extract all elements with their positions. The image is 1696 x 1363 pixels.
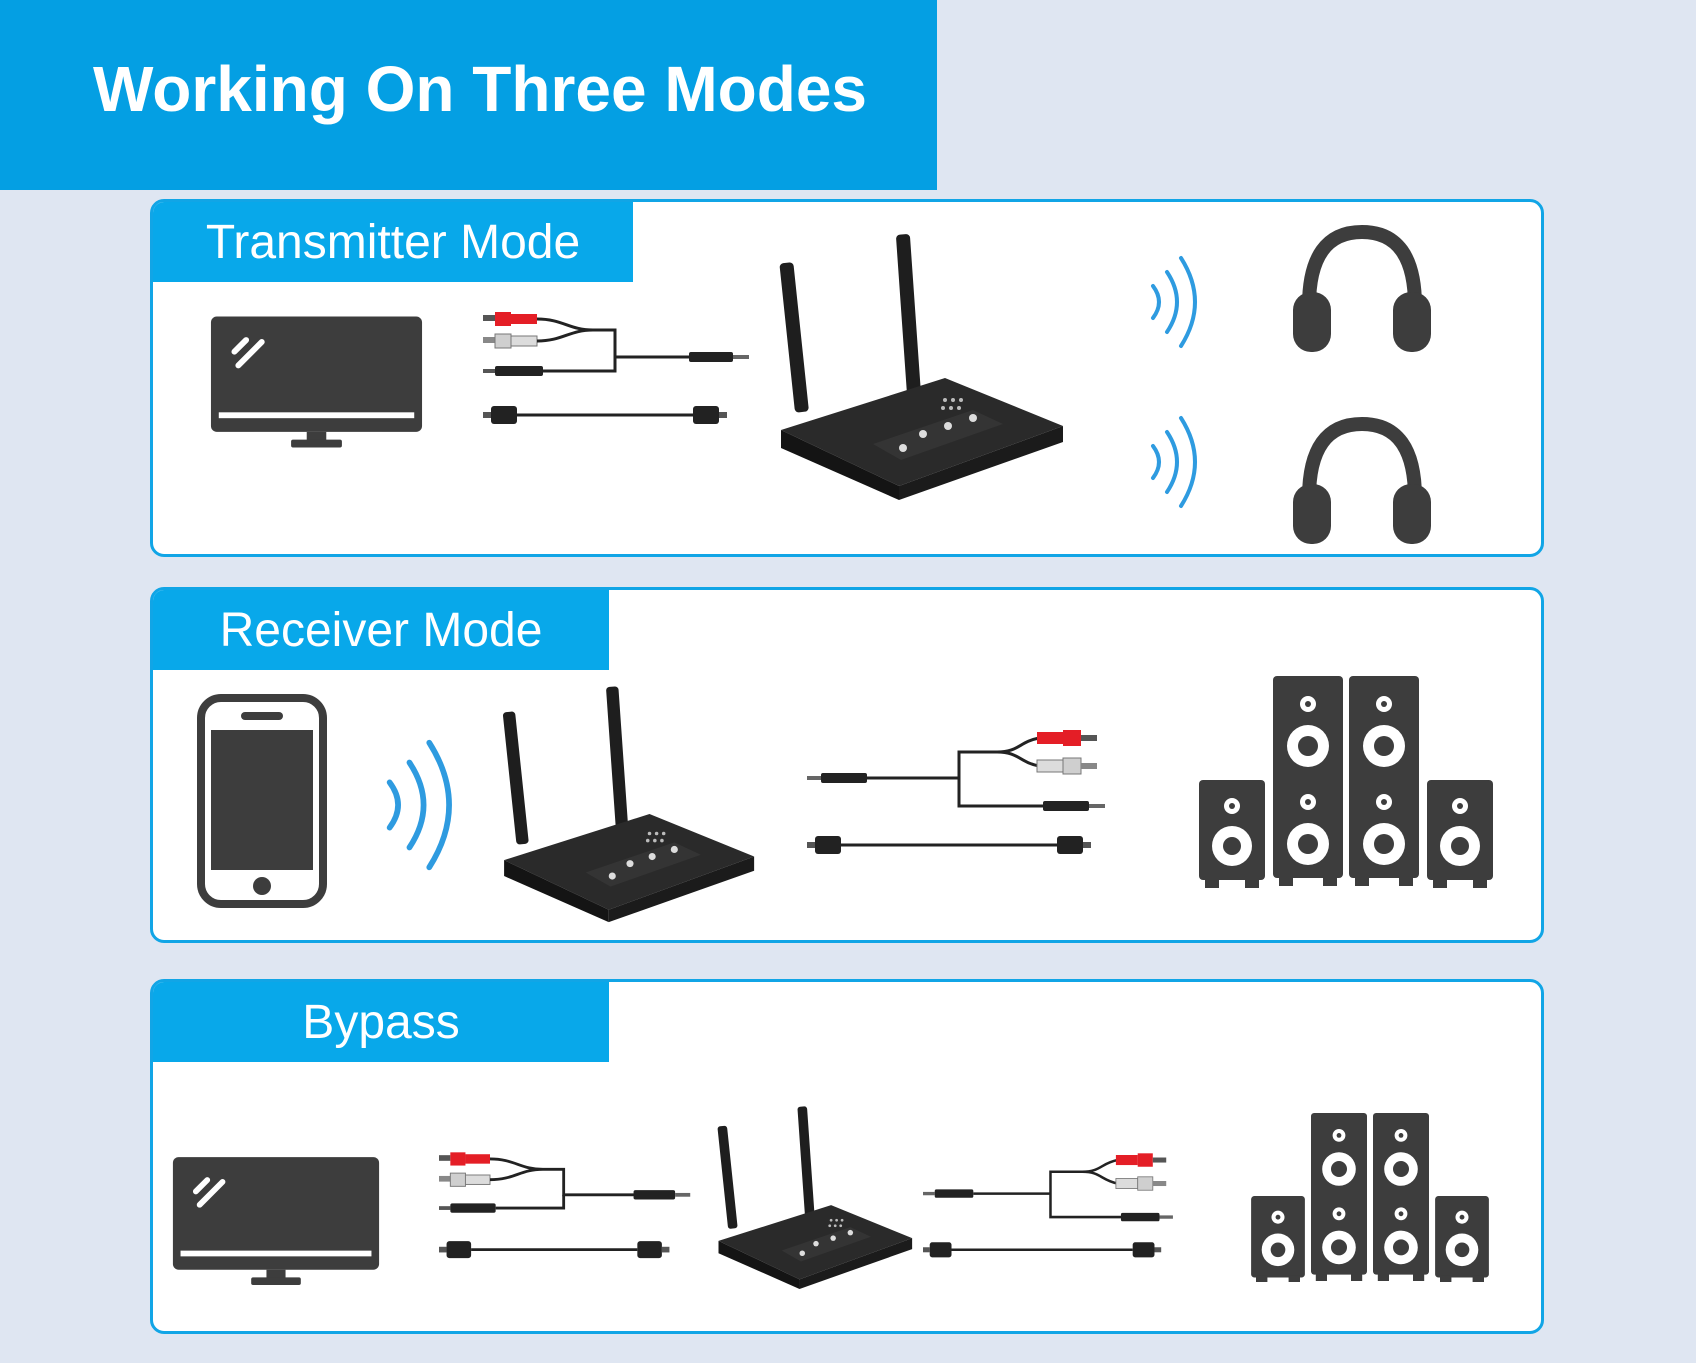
- bluetooth-device-icon: [503, 686, 754, 922]
- audio-cable-icon: [923, 1153, 1173, 1257]
- tv-icon: [211, 317, 422, 448]
- bypass-mode-panel: Bypass: [150, 979, 1544, 1334]
- panel-label: Receiver Mode: [153, 590, 609, 670]
- audio-cable-icon: [483, 312, 749, 424]
- wireless-signal-icon: [390, 743, 450, 868]
- transmitter-mode-panel: Transmitter Mode: [150, 199, 1544, 557]
- wireless-signal-icon: [1153, 418, 1195, 506]
- bluetooth-device-icon: [717, 1106, 912, 1289]
- page-title: Working On Three Modes: [93, 53, 867, 125]
- title-banner: Working On Three Modes: [0, 0, 937, 190]
- smartphone-icon: [201, 698, 323, 904]
- bluetooth-device-icon: [779, 234, 1063, 500]
- speakers-icon: [1251, 1113, 1489, 1284]
- tv-icon: [173, 1157, 379, 1285]
- audio-cable-icon: [807, 730, 1105, 854]
- panel-label: Bypass: [153, 982, 609, 1062]
- wireless-signal-icon: [1153, 258, 1195, 346]
- receiver-mode-panel: Receiver Mode: [150, 587, 1544, 943]
- speakers-icon: [1199, 676, 1493, 888]
- headphones-icon: [1293, 424, 1431, 544]
- panel-label: Transmitter Mode: [153, 202, 633, 282]
- headphones-icon: [1293, 232, 1431, 352]
- audio-cable-icon: [439, 1152, 690, 1258]
